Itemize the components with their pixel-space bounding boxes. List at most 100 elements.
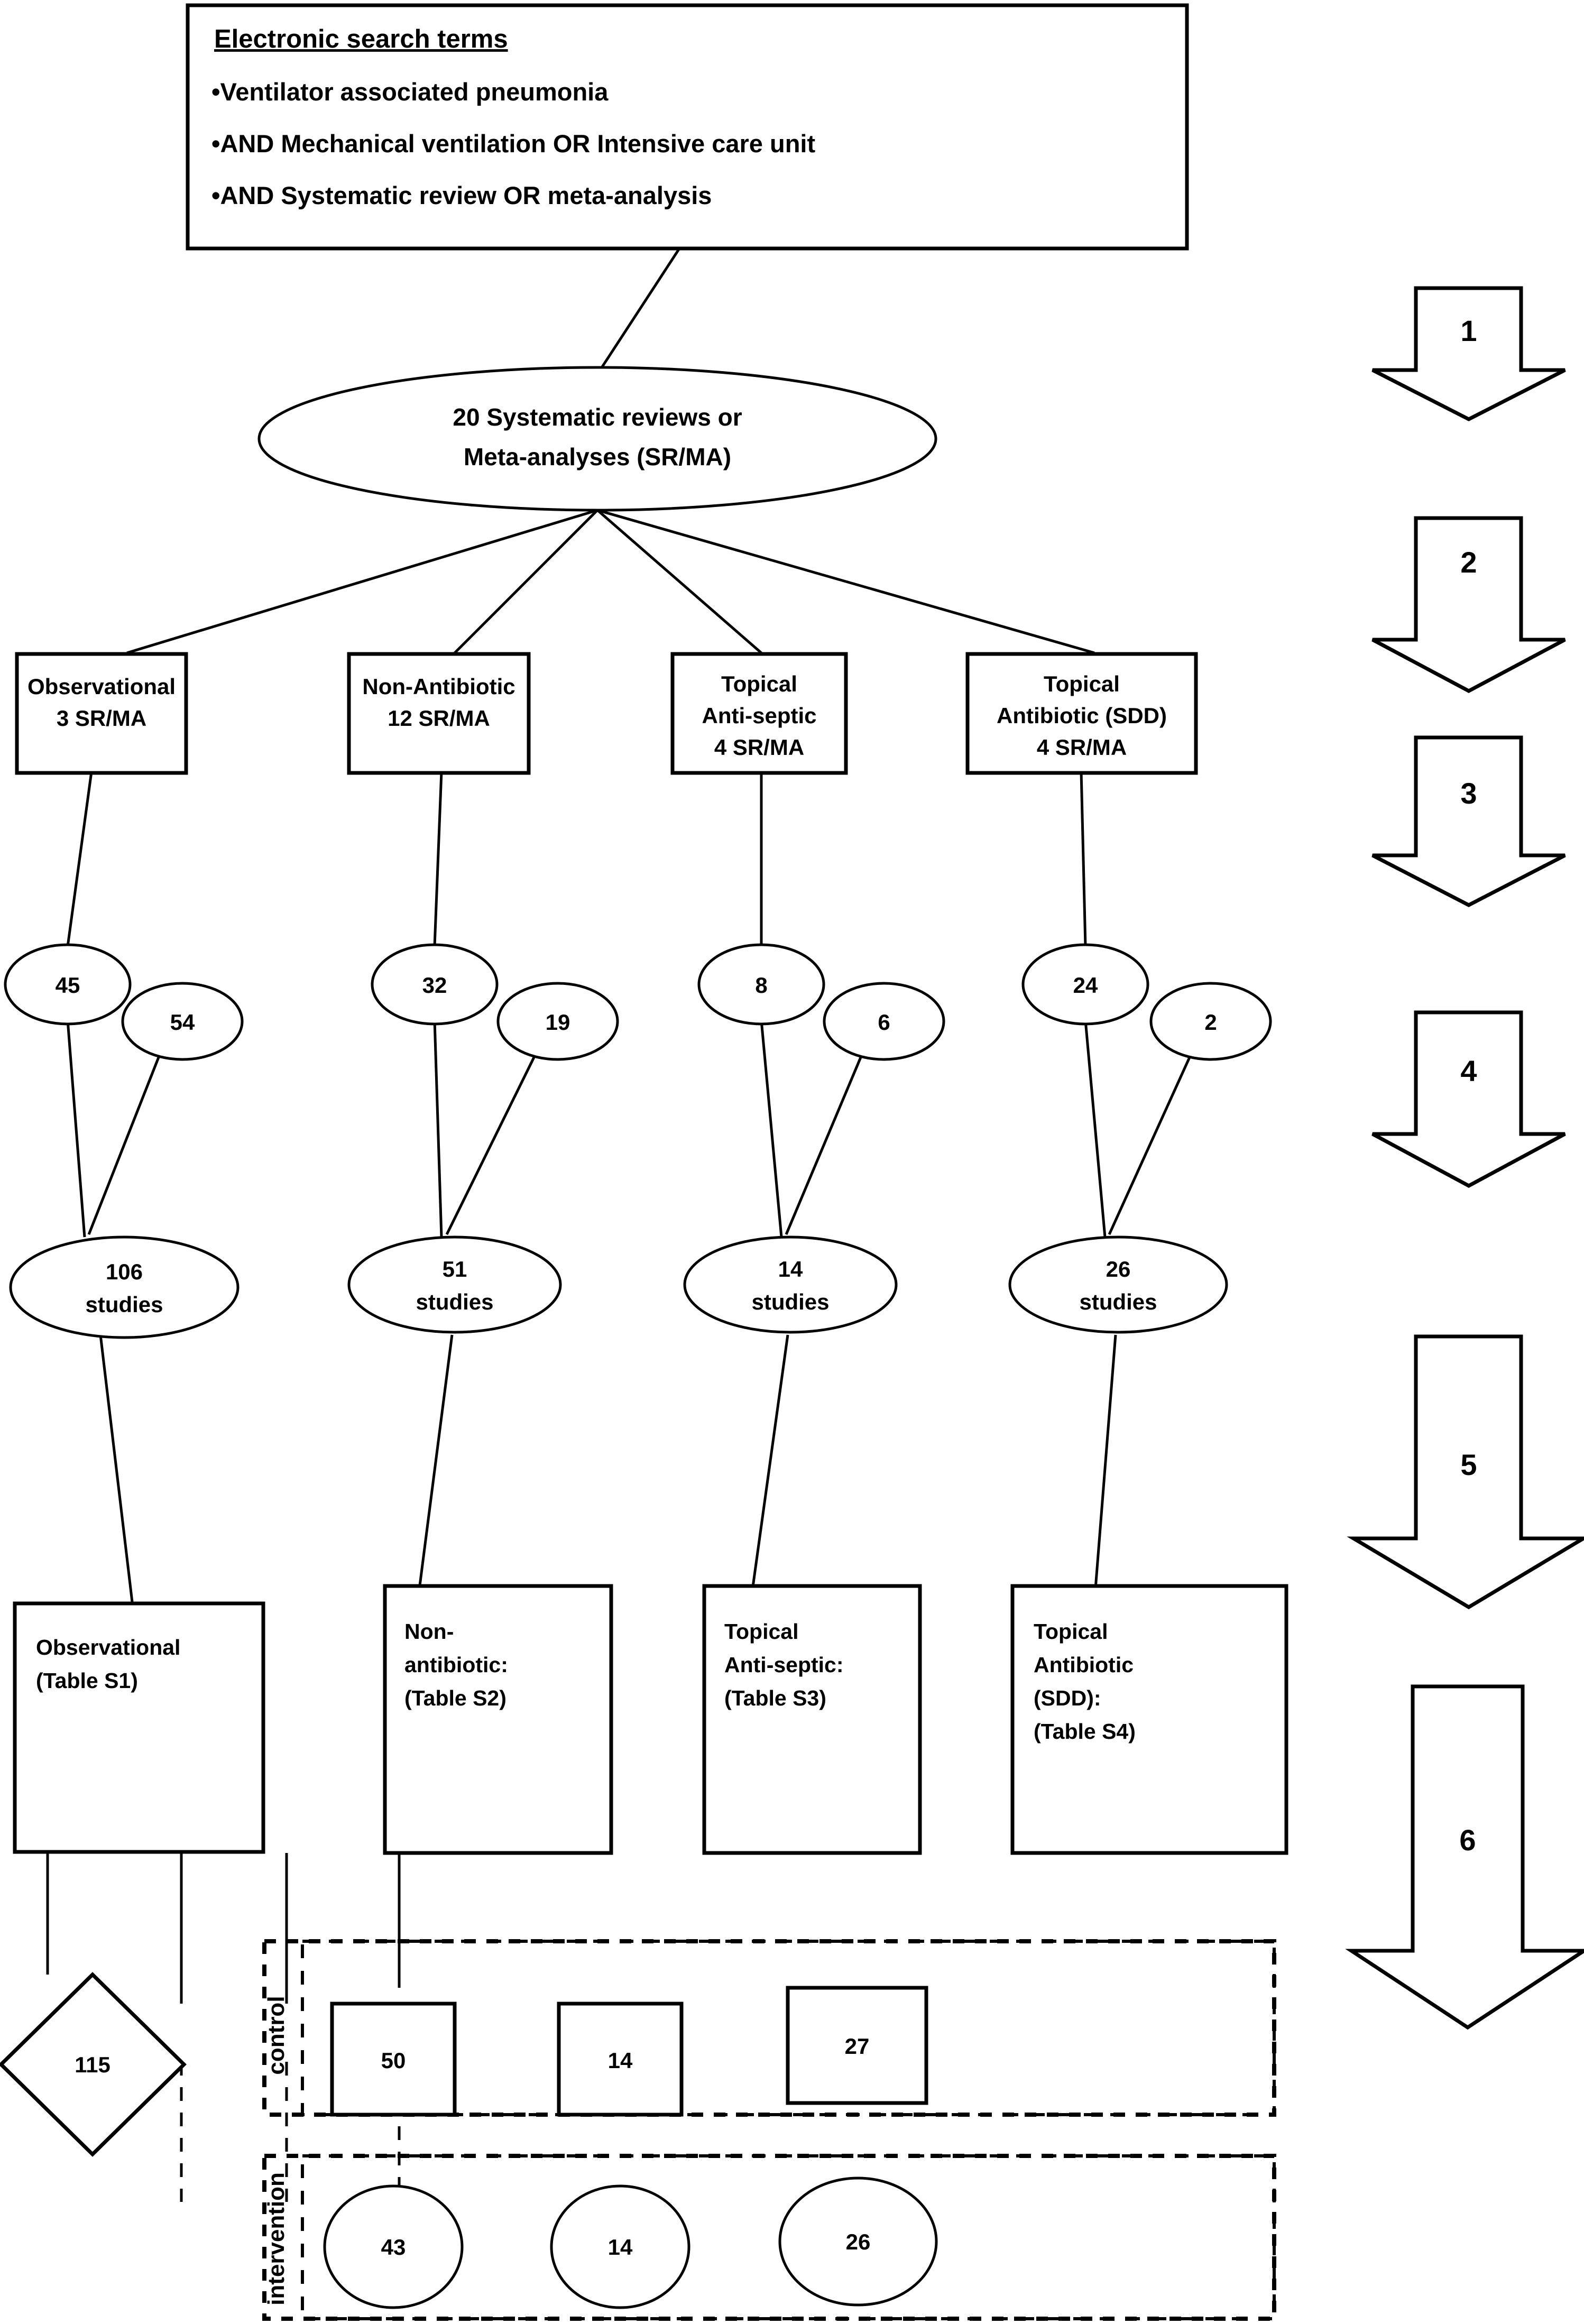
secondary-count-oval-3-outline	[823, 982, 945, 1061]
control-box-1-value: 50	[381, 2048, 406, 2073]
control-group-inner-divider	[301, 1940, 1276, 2116]
intervention-group-outline	[262, 2154, 1276, 2321]
studies-oval-4-outline	[1008, 1235, 1228, 1334]
secondary-count-oval-2-outline	[496, 982, 619, 1061]
connector-layer	[46, 247, 1191, 2202]
control-box-3-outline	[786, 1986, 928, 2105]
control-group-panel: control 50 14 27	[262, 1939, 1276, 2117]
root-oval-outline	[257, 366, 937, 512]
step-arrow-5-shape	[1347, 1334, 1584, 1610]
secondary-count-oval-4-outline	[1149, 982, 1272, 1061]
control-box-2-value: 14	[608, 2048, 633, 2073]
table-box-2-outline	[383, 1584, 613, 1855]
table-box-2-line-3: (Table S2)	[404, 1686, 506, 1710]
studies-oval-3: 14 studies	[683, 1235, 898, 1334]
category-box-topical-antiseptic: Topical Anti-septic 4 SR/MA	[670, 652, 848, 775]
category-box-4-line-2: Antibiotic (SDD)	[997, 703, 1167, 728]
category-box-1-line-2: 3 SR/MA	[57, 706, 146, 731]
connector-cat2-to-count2	[433, 771, 443, 947]
step-arrow-1-number: 1	[1460, 314, 1477, 347]
primary-count-oval-4-outline	[1021, 943, 1149, 1026]
primary-count-value-2: 32	[422, 973, 447, 998]
category-box-4-line-3: 4 SR/MA	[1037, 735, 1127, 760]
step-arrow-3-shape	[1371, 735, 1566, 907]
table-box-3-line-2: Anti-septic:	[724, 1653, 844, 1677]
step-arrow-2-number: 2	[1460, 546, 1477, 579]
step-arrow-4-shape	[1371, 1010, 1566, 1188]
category-box-non-antibiotic: Non-Antibiotic 12 SR/MA	[347, 652, 531, 775]
connector-studies1-to-table1	[99, 1334, 134, 1602]
intervention-group-inner-divider	[301, 2154, 1276, 2320]
connector-studies4-to-table4	[1093, 1334, 1117, 1602]
table-box-2-line-1: Non-	[404, 1619, 454, 1644]
table-box-4-outline	[1010, 1584, 1288, 1855]
step-arrow-3: 3	[1371, 735, 1566, 907]
table-box-3-line-3: (Table S3)	[724, 1686, 826, 1710]
root-oval-line-1: 20 Systematic reviews or	[453, 403, 742, 431]
category-box-2-outline	[347, 652, 531, 775]
category-box-2-line-1: Non-Antibiotic	[362, 674, 515, 699]
intervention-oval-2-outline	[550, 2184, 690, 2309]
connector-sec2-to-studies2	[445, 1056, 536, 1235]
secondary-count-value-3: 6	[878, 1010, 890, 1035]
table-box-observational: Observational (Table S1)	[13, 1601, 265, 1854]
step-arrow-3-number: 3	[1460, 777, 1477, 810]
studies-oval-3-count: 14	[778, 1257, 803, 1281]
table-box-4-line-1: Topical	[1034, 1619, 1108, 1644]
primary-count-value-3: 8	[755, 973, 767, 998]
connector-cat1-to-count1	[66, 771, 93, 947]
intervention-oval-3-outline	[778, 2177, 938, 2307]
step-arrow-6-number: 6	[1459, 1823, 1476, 1857]
table-box-3-outline	[702, 1584, 922, 1855]
secondary-count-value-2: 19	[546, 1010, 570, 1035]
step-arrow-6-shape	[1345, 1684, 1584, 2030]
primary-count-oval-2-outline	[371, 943, 499, 1026]
primary-count-value-1: 45	[56, 973, 80, 998]
secondary-count-value-4: 2	[1204, 1010, 1217, 1035]
intervention-group-panel: intervention 43 14 26	[262, 2154, 1276, 2321]
search-terms-box-outline	[186, 3, 1189, 251]
connector-sec1-to-studies1	[87, 1057, 160, 1235]
table-box-topical-antiseptic: Topical Anti-septic: (Table S3)	[702, 1584, 922, 1855]
category-box-3-outline	[670, 652, 848, 775]
root-oval-line-2: Meta-analyses (SR/MA)	[464, 443, 731, 471]
diamond-outline	[0, 1972, 187, 2157]
category-box-1-line-1: Observational	[27, 674, 176, 699]
category-box-1-outline	[15, 652, 188, 775]
secondary-count-oval-2: 19	[496, 982, 619, 1061]
step-arrow-1-shape	[1371, 286, 1566, 421]
studies-oval-4-label: studies	[1079, 1289, 1157, 1314]
primary-count-oval-2: 32	[371, 943, 499, 1026]
table-box-4-line-3: (SDD):	[1034, 1686, 1101, 1710]
primary-count-oval-1-outline	[4, 943, 132, 1026]
table-box-1-line-2: (Table S1)	[36, 1668, 138, 1693]
connector-root-to-cat-1	[126, 509, 598, 654]
studies-oval-1-label: studies	[85, 1292, 163, 1317]
connector-search-to-root	[598, 247, 681, 371]
category-box-4-line-1: Topical	[1044, 671, 1120, 696]
category-box-3-line-2: Anti-septic	[702, 703, 816, 728]
search-term-item-1: •Ventilator associated pneumonia	[211, 78, 609, 106]
studies-oval-1-outline	[9, 1235, 240, 1339]
studies-oval-2-label: studies	[416, 1289, 493, 1314]
intervention-oval-1-outline	[323, 2184, 464, 2309]
step-arrow-2: 2	[1371, 516, 1566, 693]
intervention-group-label: intervention	[263, 2172, 289, 2305]
step-arrow-4-number: 4	[1460, 1054, 1477, 1087]
intervention-oval-3-value: 26	[846, 2229, 871, 2254]
control-box-2-outline	[557, 2002, 684, 2117]
category-box-2-line-2: 12 SR/MA	[388, 706, 490, 731]
step-arrow-5-number: 5	[1460, 1448, 1477, 1481]
connector-studies2-to-table2	[416, 1334, 454, 1602]
table-box-4-line-2: Antibiotic	[1034, 1653, 1134, 1677]
table-box-3-line-1: Topical	[724, 1619, 798, 1644]
connector-count3-to-studies3	[760, 1020, 783, 1238]
connector-root-to-cat-2	[454, 509, 598, 654]
table-box-1-outline	[13, 1601, 265, 1854]
secondary-count-value-1: 54	[170, 1010, 195, 1035]
category-box-observational: Observational 3 SR/MA	[15, 652, 188, 775]
search-term-item-2: •AND Mechanical ventilation OR Intensive…	[211, 130, 815, 158]
step-arrow-2-shape	[1371, 516, 1566, 693]
connector-count2-to-studies2	[433, 1020, 443, 1238]
